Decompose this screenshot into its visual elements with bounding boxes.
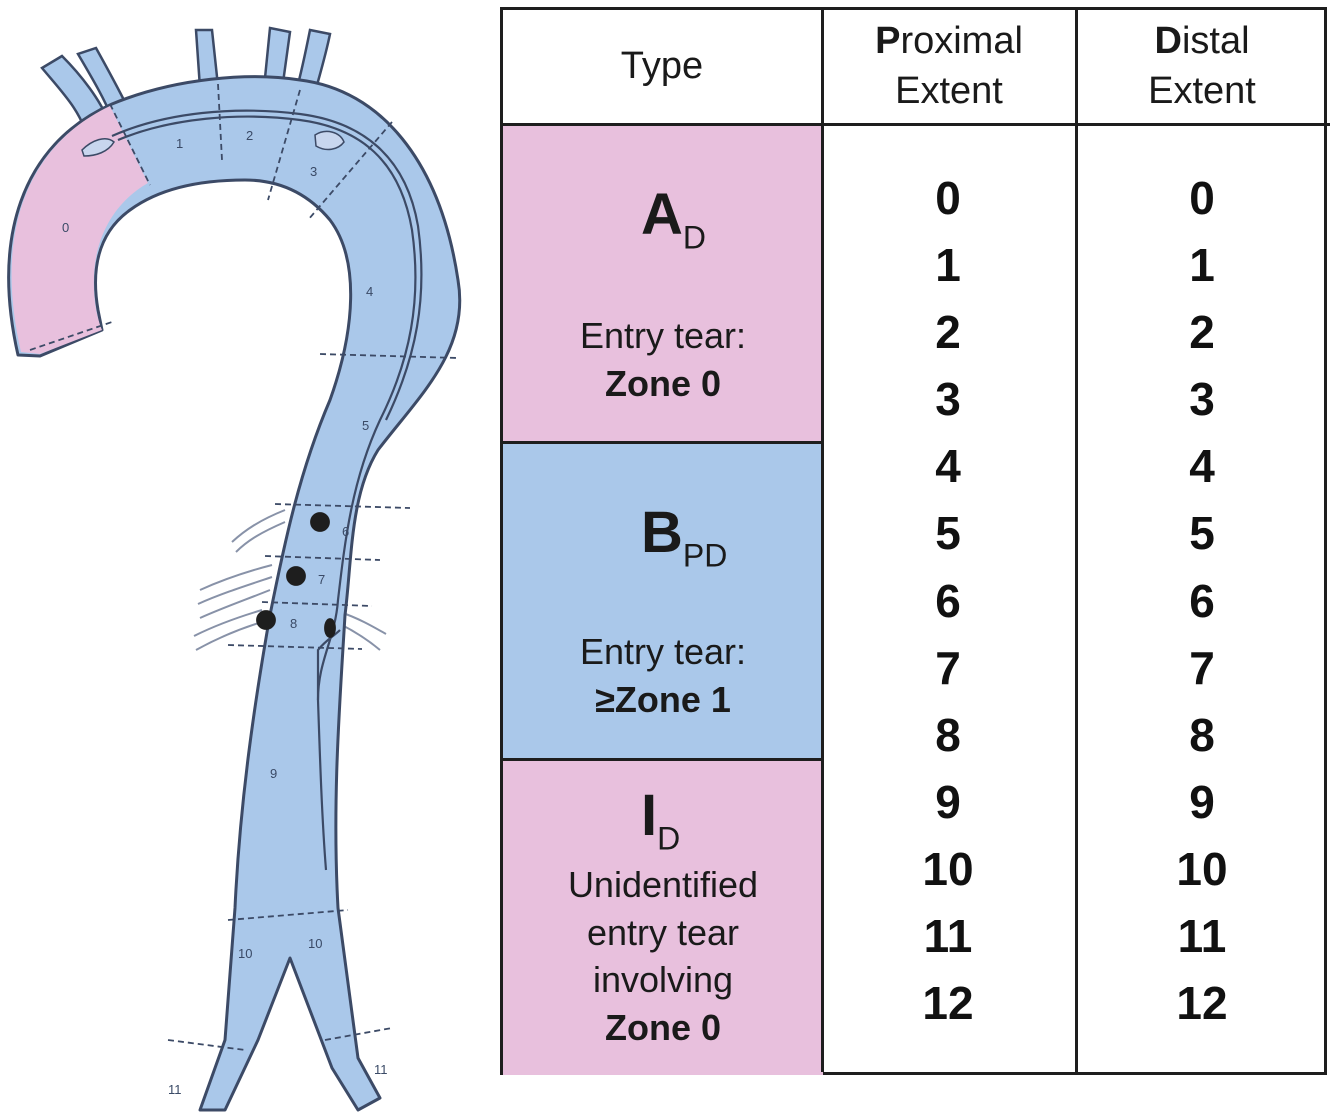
type-i-cell: ID Unidentified entry tear involving Zon… [503,761,823,1075]
zone-label: 11 [374,1062,388,1077]
column-divider [821,10,824,1072]
zone-label: 8 [290,616,297,631]
zone-value: 9 [935,775,961,828]
zone-value: 5 [1189,507,1215,560]
header-distal-extent: Distal Extent [1148,20,1256,112]
type-b-cell: BPD Entry tear: ≥Zone 1 [503,444,823,758]
zone-value: 9 [1189,775,1215,828]
header-type: Type [620,44,704,87]
zone-number-labels: 0 1 2 3 4 5 6 7 8 9 10 10 11 11 [62,128,388,1097]
zone-value: 10 [1176,842,1228,895]
type-description: Unidentified entry tear involving Zone 0 [567,864,759,1048]
zone-value: 1 [1189,239,1215,292]
zone-label: 7 [318,572,325,587]
zone-value: 12 [922,977,974,1030]
type-code: ID [641,783,681,857]
distal-zone-list: 0 1 2 3 4 5 6 7 8 9 10 11 12 [1077,165,1327,1037]
zone-value: 2 [1189,306,1215,359]
type-description: Entry tear: ≥Zone 1 [579,631,747,720]
zone-value: 8 [1189,708,1215,761]
zone-label: 4 [366,284,373,299]
zone-label: 5 [362,418,369,433]
zone-value: 2 [935,306,961,359]
type-a-cell: AD Entry tear: Zone 0 [503,126,823,444]
type-divider [503,441,824,444]
classification-table: AD Entry tear: Zone 0 BPD Entry tear: ≥Z… [500,7,1330,1075]
header-proximal-extent: Proximal Extent [875,20,1023,112]
zone-value: 11 [923,910,973,963]
zone-value: 0 [935,172,961,224]
zone-value: 3 [935,373,961,426]
type-divider [503,758,824,761]
zone-0-region [11,106,148,354]
zone-value: 6 [935,574,961,627]
zone-value: 6 [1189,574,1215,627]
zone-value: 11 [1177,910,1227,963]
proximal-zone-list: 0 1 2 3 4 5 6 7 8 9 10 11 12 [823,165,1073,1037]
branch-ostia [256,512,336,638]
aorta-zone-diagram: 0 1 2 3 4 5 6 7 8 9 10 10 11 11 [7,26,462,1112]
zone-value: 0 [1189,172,1215,224]
type-code: AD [641,182,706,256]
header-divider [503,123,1330,126]
type-description: Entry tear: Zone 0 [579,315,747,404]
dissection-flap [111,109,423,871]
zone-value: 4 [935,440,961,493]
zone-value: 4 [1189,440,1215,493]
arch-branch-origins [81,130,345,157]
zone-value: 3 [1189,373,1215,426]
type-code: BPD [641,500,728,574]
zone-value: 7 [1189,641,1215,694]
zone-value: 10 [922,842,974,895]
zone-label: 2 [246,128,253,143]
zone-label: 11 [168,1082,182,1097]
zone-value: 12 [1176,977,1228,1030]
zone-value: 8 [935,708,961,761]
zone-value: 5 [935,507,961,560]
zone-boundaries [29,83,459,1051]
zone-label: 10 [308,936,322,951]
zone-label: 9 [270,766,277,781]
zone-label: 6 [342,524,349,539]
intercostal-fibers [193,509,387,651]
zone-label: 1 [176,136,183,151]
zone-label: 10 [238,946,252,961]
column-divider [1075,10,1078,1072]
zone-value: 1 [935,239,961,292]
zone-label: 3 [310,164,317,179]
zone-label: 0 [62,220,69,235]
zone-value: 7 [935,641,961,694]
